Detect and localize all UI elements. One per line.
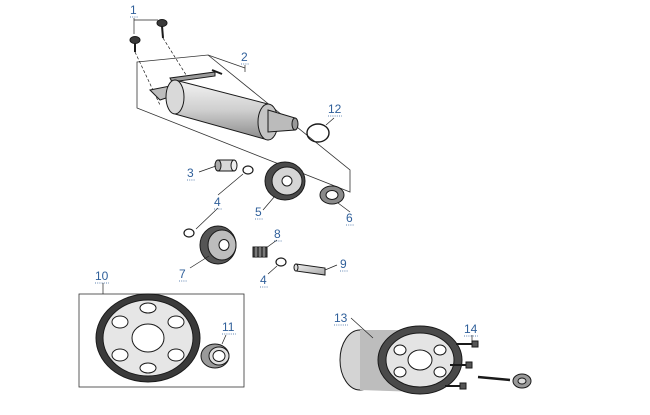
- washer-part-4-upper[interactable]: [242, 165, 254, 175]
- callout-10[interactable]: 10: [95, 269, 109, 283]
- callout-4b[interactable]: 4: [260, 273, 267, 287]
- callout-3[interactable]: 3: [187, 166, 194, 180]
- callout-1[interactable]: 1: [130, 3, 137, 17]
- gear-part-7[interactable]: [199, 225, 237, 265]
- callout-leaders: [102, 18, 473, 345]
- callout-7[interactable]: 7: [179, 267, 186, 281]
- clutch-gear-group-frame: [78, 293, 245, 388]
- shaft-part-9[interactable]: [293, 263, 326, 276]
- bearing-part-6[interactable]: [319, 185, 345, 205]
- callout-14[interactable]: 14: [464, 322, 478, 336]
- bolt-set-part-14[interactable]: [445, 340, 532, 390]
- callout-5[interactable]: 5: [255, 205, 262, 219]
- callout-labels: 1 2 3 4 4 5 6 7 8 9 10 11 12 13 14: [95, 3, 478, 336]
- washer-part-4-lower-left[interactable]: [183, 228, 195, 238]
- bolt-part-1a[interactable]: [129, 36, 141, 53]
- bolt-part-1b[interactable]: [156, 19, 168, 39]
- o-ring-part-12[interactable]: [306, 123, 330, 143]
- callout-9[interactable]: 9: [340, 257, 347, 271]
- callout-13[interactable]: 13: [334, 311, 348, 325]
- washer-part-4-lower-right[interactable]: [275, 257, 287, 267]
- callout-2[interactable]: 2: [241, 50, 248, 64]
- starter-motor-part-2[interactable]: [148, 69, 299, 141]
- idler-gear-part-5[interactable]: [264, 161, 306, 201]
- callout-12[interactable]: 12: [328, 102, 342, 116]
- starter-clutch-housing-part-13[interactable]: [339, 325, 463, 395]
- starter-motor-group-frame: [136, 54, 351, 193]
- bushing-part-3[interactable]: [214, 159, 238, 172]
- callout-underlines: [95, 16, 478, 337]
- starter-driven-gear-part-10[interactable]: [95, 293, 201, 383]
- callout-6[interactable]: 6: [346, 211, 353, 225]
- callout-4a[interactable]: 4: [214, 195, 221, 209]
- needle-bearing-part-8[interactable]: [252, 246, 268, 258]
- one-way-clutch-part-11[interactable]: [200, 343, 230, 369]
- callout-11[interactable]: 11: [222, 320, 235, 334]
- callout-8[interactable]: 8: [274, 227, 281, 241]
